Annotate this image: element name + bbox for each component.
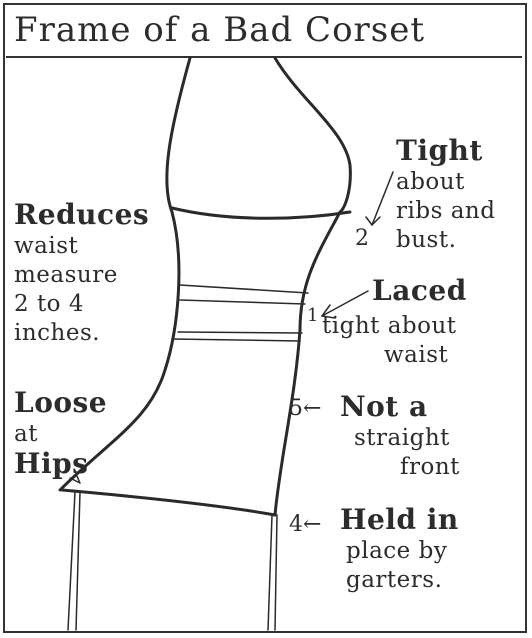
note-held: Held in place by garters. (340, 505, 459, 595)
note-laced: Laced (372, 276, 467, 308)
note-straight-line-3: front (340, 453, 460, 482)
note-held-line-2: place by (340, 537, 459, 566)
note-tight-line-4: bust. (396, 226, 495, 255)
marker-1: 1 (307, 305, 318, 326)
note-straight-line-2: straight (340, 424, 460, 453)
note-laced-line-3: waist (322, 341, 457, 370)
waist-band-line-4 (172, 339, 300, 341)
note-laced-line-1: Laced (372, 274, 467, 307)
note-straight: Not a straight front (340, 392, 460, 482)
marker-5-number: 5 (289, 396, 303, 421)
corset-top-band (172, 208, 350, 218)
note-reduces-line-2: waist (14, 232, 149, 261)
note-held-line-3: garters. (340, 566, 459, 595)
marker-2: 2 (355, 226, 369, 251)
waist-band-line-2 (180, 300, 305, 304)
marker-5: 5← (289, 396, 321, 421)
note-reduces-line-1: Reduces (14, 198, 149, 231)
note-straight-line-1: Not a (340, 390, 428, 423)
garter-left-2 (76, 492, 80, 630)
note-reduces-line-3: measure (14, 261, 149, 290)
waist-band-line-3 (178, 332, 302, 333)
note-laced-rest: tight about waist (322, 312, 457, 370)
note-held-line-1: Held in (340, 503, 459, 536)
note-loose: Loose at Hips (14, 388, 107, 481)
note-loose-line-3: Hips (14, 447, 88, 480)
marker-4: 4← (289, 512, 321, 537)
garter-right-2 (275, 515, 277, 630)
note-tight-line-3: ribs and (396, 197, 495, 226)
note-tight: Tight about ribs and bust. (396, 136, 495, 255)
tight-arrow (372, 172, 393, 225)
corset-hip-line (62, 490, 275, 515)
note-loose-line-2: at (14, 420, 107, 449)
waist-band-line-1 (180, 285, 308, 293)
note-reduces-line-5: inches. (14, 319, 149, 348)
note-tight-line-2: about (396, 168, 495, 197)
marker-4-arrow: ← (303, 512, 321, 537)
note-loose-line-1: Loose (14, 386, 107, 419)
marker-5-arrow: ← (303, 396, 321, 421)
marker-4-number: 4 (289, 512, 303, 537)
note-tight-line-1: Tight (396, 134, 483, 167)
note-reduces-line-4: 2 to 4 (14, 290, 149, 319)
garter-left (68, 492, 75, 630)
note-reduces: Reduces waist measure 2 to 4 inches. (14, 200, 149, 348)
note-laced-line-2: tight about (322, 312, 457, 341)
garter-right (268, 515, 272, 630)
